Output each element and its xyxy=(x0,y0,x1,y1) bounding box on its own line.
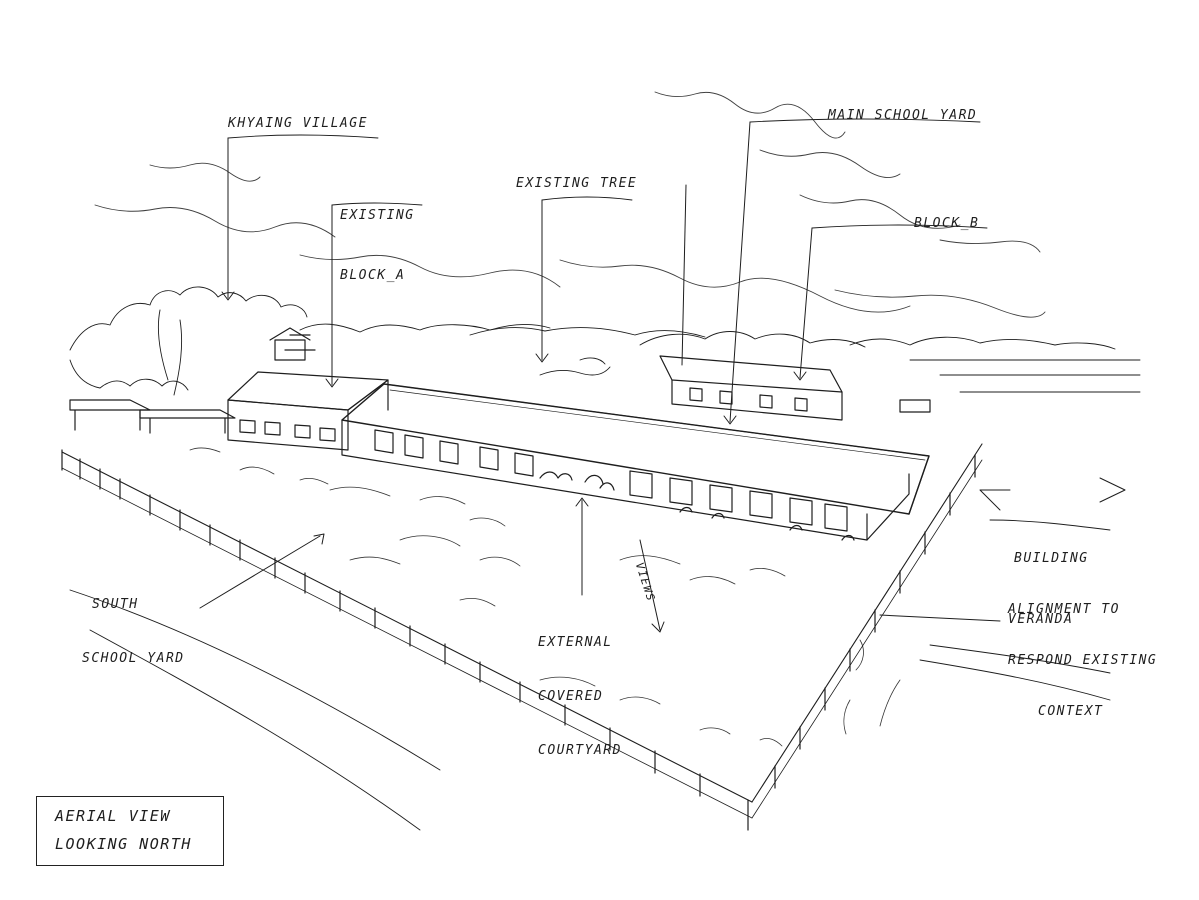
leader-block-b xyxy=(793,227,813,381)
label-building-alignment: BUILDING ALIGNMENT TO RESPOND EXISTING C… xyxy=(1008,516,1157,737)
label-south-school-yard: SOUTH SCHOOL YARD xyxy=(82,560,185,686)
block-b xyxy=(659,355,931,421)
existing-block-a xyxy=(227,371,389,451)
label-alignment-line3: RESPOND EXISTING xyxy=(1008,653,1158,668)
leader-existing-tree xyxy=(535,199,549,363)
leader-main-school-yard xyxy=(723,121,751,425)
label-courtyard-line1: EXTERNAL xyxy=(538,635,613,650)
label-alignment-line2: ALIGNMENT TO xyxy=(1008,602,1120,617)
label-existing-block-a-line2: BLOCK_A xyxy=(340,268,406,283)
leader-veranda xyxy=(879,614,1001,622)
label-alignment-line4: CONTEXT xyxy=(1038,704,1104,719)
label-south-school-yard-line2: SCHOOL YARD xyxy=(82,651,185,666)
leader-khyaing-village xyxy=(221,137,235,301)
label-khyaing-village: KHYAING VILLAGE xyxy=(228,116,368,131)
label-courtyard-line2: COVERED xyxy=(538,689,604,704)
sky-scribbles xyxy=(94,91,1046,318)
perimeter-fence xyxy=(61,443,983,831)
label-block-b: BLOCK_B xyxy=(914,216,980,231)
label-external-covered-courtyard: EXTERNAL COVERED COURTYARD xyxy=(538,598,622,778)
leader-south-yard xyxy=(199,533,325,609)
main-new-building xyxy=(341,383,930,541)
title-line-2: LOOKING NORTH xyxy=(55,835,192,853)
title-line-1: AERIAL VIEW xyxy=(55,807,171,825)
title-block: AERIAL VIEW LOOKING NORTH xyxy=(36,796,224,866)
label-courtyard-line3: COURTYARD xyxy=(538,743,622,758)
label-existing-block-a: EXISTING BLOCK_A xyxy=(340,166,415,306)
views-arrow xyxy=(639,539,665,633)
leader-block-a xyxy=(325,204,339,388)
yard-texture xyxy=(189,447,901,747)
label-existing-block-a-line1: EXISTING xyxy=(340,208,415,223)
leader-alignment xyxy=(979,477,1126,511)
label-alignment-line1: BUILDING xyxy=(1014,551,1089,566)
ground-lines xyxy=(69,519,1111,831)
label-underlines xyxy=(227,118,988,229)
label-main-school-yard: MAIN SCHOOL YARD xyxy=(828,108,978,123)
label-veranda: VERANDA xyxy=(1008,612,1074,627)
leader-flagpole xyxy=(681,184,687,366)
tree-line xyxy=(69,286,1141,396)
leader-lines xyxy=(199,121,1126,633)
leader-courtyard xyxy=(575,497,589,596)
village-houses xyxy=(69,327,316,434)
label-south-school-yard-line1: SOUTH xyxy=(92,597,139,612)
label-existing-tree: EXISTING TREE xyxy=(516,176,638,191)
